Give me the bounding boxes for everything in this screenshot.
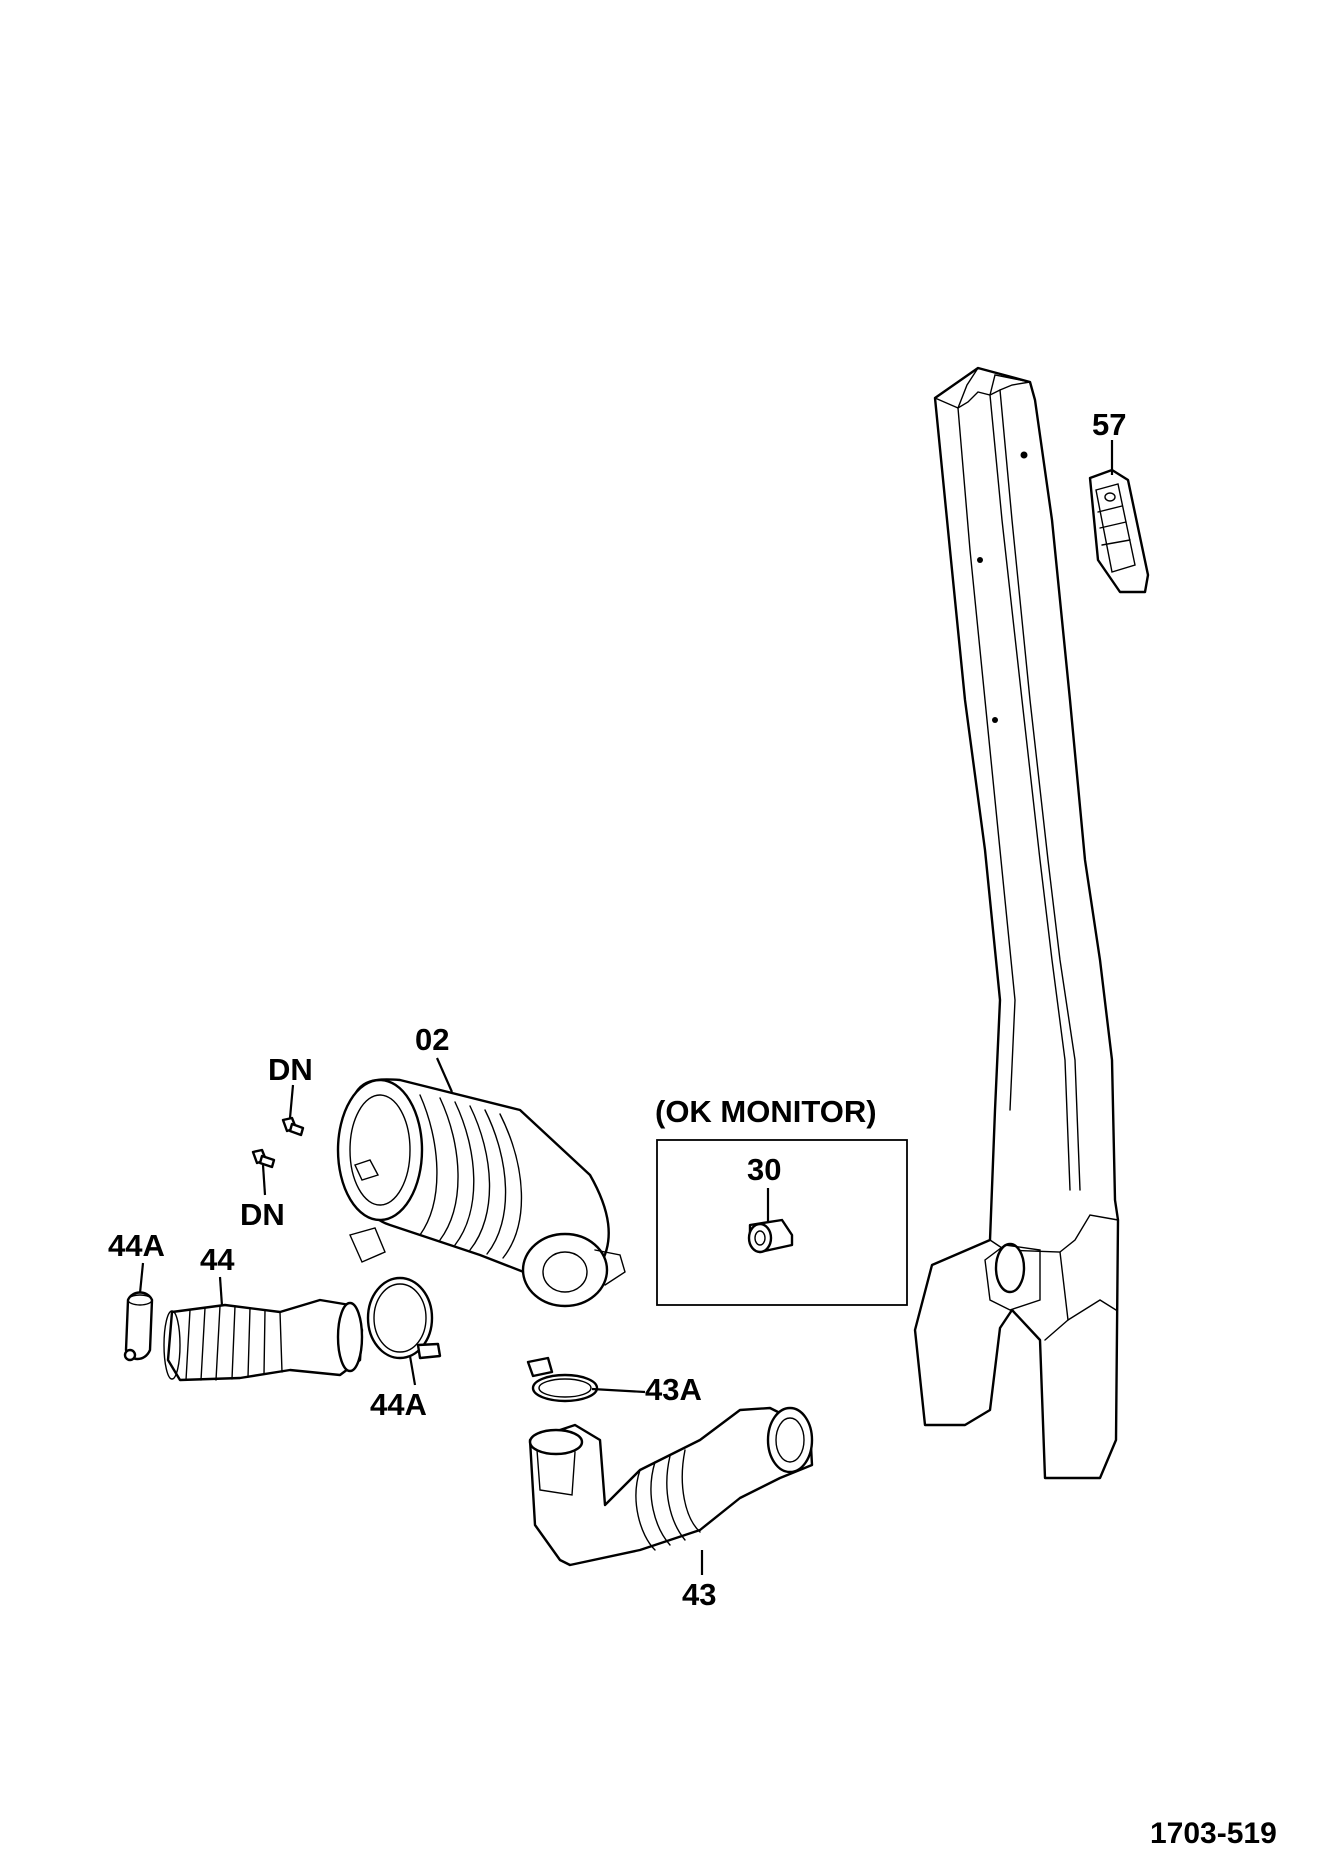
part-43-elbow-duct xyxy=(528,1406,814,1567)
callout-43: 43 xyxy=(682,1577,716,1612)
callout-dn-bottom: DN xyxy=(240,1197,285,1232)
part-02-air-filter xyxy=(336,1078,626,1308)
callout-44a-left: 44A xyxy=(108,1228,165,1263)
ok-monitor-inset-box xyxy=(656,1139,908,1306)
dn-bolt-upper xyxy=(281,1116,305,1137)
callout-44: 44 xyxy=(200,1242,235,1277)
inset-title: (OK MONITOR) xyxy=(655,1094,877,1129)
leader-lines xyxy=(138,440,1114,1575)
part-44a-clamp-left xyxy=(123,1291,154,1362)
callout-labels: 02 DN DN 44A 44 44A 43A 43 30 57 (OK MON… xyxy=(108,407,1277,1850)
part-30-sensor xyxy=(747,1218,794,1254)
callout-30: 30 xyxy=(747,1152,781,1187)
part-57-vent xyxy=(1088,468,1150,594)
part-44-hose xyxy=(163,1298,364,1382)
callout-43a: 43A xyxy=(645,1372,702,1407)
part-44a-clamp-right xyxy=(366,1276,442,1360)
frame-column xyxy=(913,366,1120,1480)
callout-dn-top: DN xyxy=(268,1052,313,1087)
callout-44a-right: 44A xyxy=(370,1387,427,1422)
dn-bolt-lower xyxy=(251,1148,276,1169)
callout-57: 57 xyxy=(1092,407,1126,442)
callout-02: 02 xyxy=(415,1022,449,1057)
figure-id: 1703-519 xyxy=(1150,1817,1277,1850)
part-43a-clamp xyxy=(526,1356,599,1403)
